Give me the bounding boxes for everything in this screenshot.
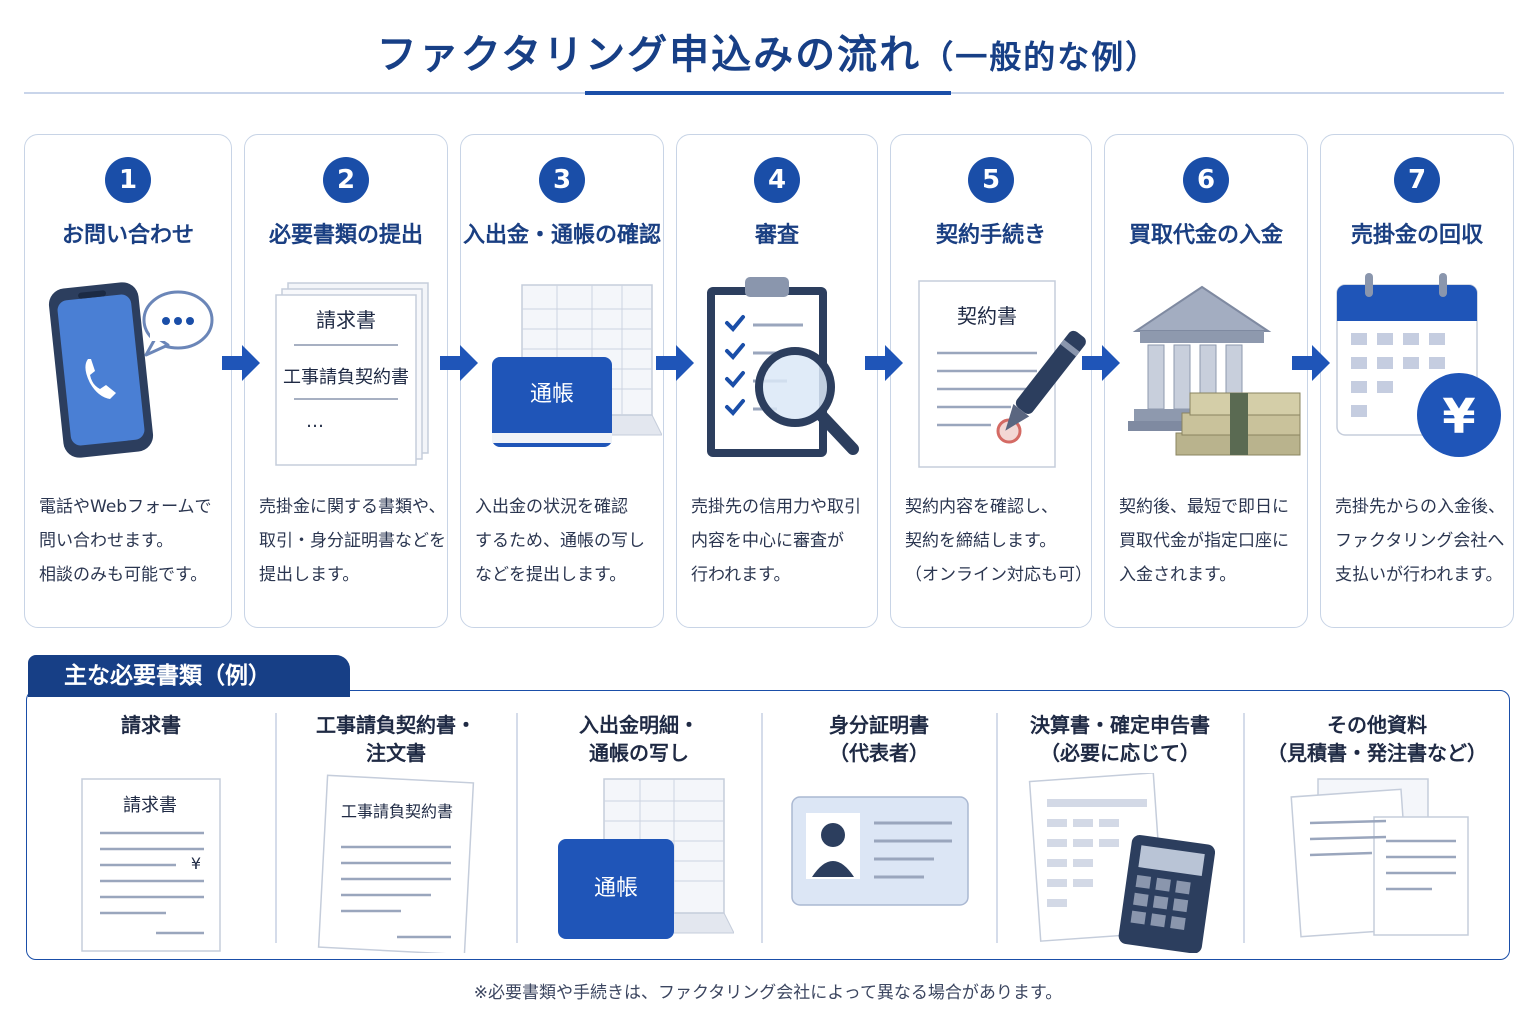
yen-symbol: ¥ bbox=[1442, 389, 1475, 445]
svg-text:通帳: 通帳 bbox=[594, 876, 638, 901]
step-number: 4 bbox=[754, 157, 800, 203]
step-description: 契約内容を確認し、 契約を締結します。 （オンライン対応も可） bbox=[905, 497, 1092, 585]
step-title: 契約手続き bbox=[935, 223, 1046, 248]
step-card-7: 7 売掛金の回収 ¥ 売掛先からの入金後、 ファクタリング会社へ 支払いが行われ… bbox=[1320, 134, 1514, 628]
step-number: 3 bbox=[539, 157, 585, 203]
step-number: 2 bbox=[323, 157, 369, 203]
step-card-2: 2 必要書類の提出 請求書 工事請負契約書 … 売掛金に関する書類や、 取引・身… bbox=[244, 134, 448, 628]
step-description: 契約後、最短で即日に 買取代金が指定口座に 入金されます。 bbox=[1119, 497, 1289, 585]
step-description: 電話やWebフォームで 問い合わせます。 相談のみも可能です。 bbox=[39, 497, 212, 585]
document-item-invoice: 請求書 請求書 ¥ bbox=[27, 711, 275, 952]
step-title: 必要書類の提出 bbox=[268, 223, 423, 248]
arrow-right-icon bbox=[865, 345, 903, 381]
financial-calculator-icon bbox=[1028, 773, 1215, 953]
id-card-icon bbox=[791, 796, 969, 906]
document-item-id: 身分証明書 （代表者） bbox=[763, 711, 995, 951]
step-number: 7 bbox=[1394, 157, 1440, 203]
page-title-main: ファクタリング申込みの流れ bbox=[376, 32, 922, 78]
doc-label-invoice: 請求書 bbox=[316, 308, 376, 332]
document-item-financial-statements: 決算書・確定申告書 （必要に応じて） bbox=[998, 711, 1242, 953]
title-accent-bar bbox=[585, 91, 951, 95]
document-item-construction-contract: 工事請負契約書・ 注文書 工事請負契約書 bbox=[277, 711, 515, 953]
passbook-icon: 通帳 bbox=[558, 778, 734, 939]
step-card-1: 1 お問い合わせ 電話やWebフォームで 問い合わせます。 相談のみも可能です。 bbox=[24, 134, 232, 628]
footer-note: ※必要書類や手続きは、ファクタリング会社によって異なる場合があります。 bbox=[473, 983, 1063, 1003]
yen-icon: ¥ bbox=[191, 854, 201, 873]
contract-label: 契約書 bbox=[957, 304, 1017, 328]
clipboard-magnifier-icon bbox=[707, 277, 859, 457]
document-title: 入出金明細・ 通帳の写し bbox=[579, 713, 699, 765]
step-card-3: 3 入出金・通帳の確認 通帳 入出金の状況を確認 するため、通帳の写し などを提… bbox=[460, 134, 664, 628]
arrow-right-icon bbox=[222, 345, 260, 381]
svg-text:工事請負契約書: 工事請負契約書 bbox=[341, 802, 453, 821]
divider bbox=[1243, 713, 1245, 943]
arrow-right-icon bbox=[1082, 345, 1120, 381]
documents-panel: 請求書 請求書 ¥ 工事請負契約書・ 注文書 工事請負契約書 bbox=[26, 690, 1510, 960]
step-card-5: 5 契約手続き 契約書 契約内容を確認し、 契約を締結します。 （オンライン対応… bbox=[890, 134, 1092, 628]
calendar-yen-icon: ¥ bbox=[1336, 273, 1501, 457]
arrow-right-icon bbox=[1292, 345, 1330, 381]
step-title: 買取代金の入金 bbox=[1128, 223, 1283, 248]
document-title: 請求書 bbox=[121, 713, 181, 737]
contract-document-icon: 工事請負契約書 bbox=[317, 774, 475, 953]
page-title-sub: （一般的な例） bbox=[921, 38, 1160, 76]
step-card-4: 4 審査 売掛先の信用力や取引 内容を中心に審査が 行われます。 bbox=[676, 134, 878, 628]
step-description: 売掛先の信用力や取引 内容を中心に審査が 行われます。 bbox=[691, 497, 861, 585]
document-item-bank-statement: 入出金明細・ 通帳の写し 通帳 bbox=[518, 711, 760, 951]
document-title: 決算書・確定申告書 （必要に応じて） bbox=[1030, 713, 1210, 765]
step-description: 売掛金に関する書類や、 取引・身分証明書などを 提出します。 bbox=[259, 497, 446, 585]
passbook-label: 通帳 bbox=[530, 382, 574, 407]
invoice-icon: 請求書 ¥ bbox=[81, 778, 221, 952]
divider bbox=[516, 713, 518, 943]
document-item-other: その他資料 （見積書・発注書など） bbox=[1245, 711, 1509, 951]
step-title: お問い合わせ bbox=[61, 223, 194, 248]
step-number: 5 bbox=[968, 157, 1014, 203]
page-title: ファクタリング申込みの流れ（一般的な例） bbox=[0, 22, 1536, 80]
document-title: その他資料 （見積書・発注書など） bbox=[1267, 713, 1487, 765]
arrow-right-icon bbox=[440, 345, 478, 381]
step-number: 1 bbox=[105, 157, 151, 203]
contract-pen-icon: 契約書 bbox=[918, 280, 1086, 468]
arrow-right-icon bbox=[656, 345, 694, 381]
step-title: 審査 bbox=[754, 223, 799, 248]
doc-label-contract: 工事請負契約書 bbox=[283, 367, 409, 388]
step-title: 売掛金の回収 bbox=[1350, 223, 1483, 248]
step-description: 入出金の状況を確認 するため、通帳の写し などを提出します。 bbox=[475, 497, 645, 585]
documents-stack-icon: 請求書 工事請負契約書 … bbox=[275, 282, 429, 466]
phone-chat-icon bbox=[48, 282, 214, 458]
document-title: 工事請負契約書・ 注文書 bbox=[316, 713, 476, 765]
step-number: 6 bbox=[1183, 157, 1229, 203]
documents-icon bbox=[1290, 778, 1469, 938]
divider bbox=[996, 713, 998, 943]
bank-money-icon bbox=[1128, 285, 1301, 456]
step-title: 入出金・通帳の確認 bbox=[462, 223, 661, 248]
documents-heading: 主な必要書類（例） bbox=[28, 655, 350, 697]
doc-label-more: … bbox=[306, 411, 324, 432]
document-title: 身分証明書 （代表者） bbox=[829, 713, 929, 765]
passbook-icon: 通帳 bbox=[492, 284, 662, 447]
step-description: 売掛先からの入金後、 ファクタリング会社へ 支払いが行われます。 bbox=[1335, 497, 1505, 585]
step-card-6: 6 買取代金の入金 契約後、最短で即日に 買取代金が指定口座に 入金されます。 bbox=[1104, 134, 1308, 628]
svg-text:請求書: 請求書 bbox=[123, 795, 177, 816]
divider bbox=[275, 713, 277, 943]
divider bbox=[761, 713, 763, 943]
